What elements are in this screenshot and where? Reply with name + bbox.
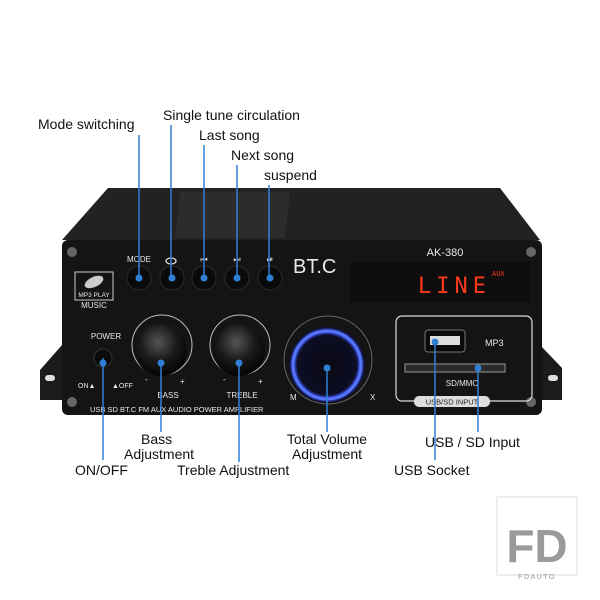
callout-lines (102, 125, 479, 462)
callout-treble: Treble Adjustment (177, 462, 289, 478)
callout-suspend: suspend (264, 167, 317, 183)
on-label: ON▲ (78, 383, 95, 390)
watermark-logo: FD (506, 520, 567, 572)
callout-volume: Total Volume (287, 431, 367, 447)
mounting-bracket-right (540, 345, 562, 400)
callout-dots (99, 274, 482, 372)
usb-socket[interactable] (430, 336, 460, 345)
volume-max-label: X (370, 393, 376, 402)
bass-minus: - (145, 375, 148, 384)
mounting-bracket-left (40, 345, 62, 400)
treble-label: TREBLE (226, 391, 257, 400)
amplifier-top (62, 188, 540, 240)
sd-card-slot[interactable] (404, 363, 506, 373)
bass-plus: + (180, 377, 185, 386)
mp3-logo-text: MP3 PLAY (78, 292, 110, 299)
bass-knob[interactable] (135, 324, 187, 376)
usb-sd-input-label: USB/SD INPUT (426, 398, 479, 407)
model-label: AK-380 (427, 247, 464, 259)
callout-volume-adjustment: Adjustment (292, 446, 362, 462)
off-label: ▲OFF (112, 383, 133, 390)
power-label: POWER (91, 332, 121, 341)
music-label: MUSIC (81, 301, 107, 310)
callout-usb-socket: USB Socket (394, 462, 470, 478)
callout-usb-sd-input: USB / SD Input (425, 434, 520, 450)
callout-single-tune: Single tune circulation (163, 107, 300, 123)
fdauto-watermark: FD FDAUTO (496, 496, 578, 581)
amplifier-tagline: USB SD BT.C FM AUX AUDIO POWER AMPLIFIER (90, 405, 264, 414)
treble-knob[interactable] (213, 324, 265, 376)
callout-bass-adjustment: Adjustment (124, 446, 194, 462)
sdmmc-label: SD/MMC (446, 379, 479, 388)
play-pause-icon: ⏯ (267, 255, 273, 264)
bass-label: BASS (157, 391, 178, 400)
mp3-label: MP3 (485, 338, 504, 348)
callout-last-song: Last song (199, 127, 260, 143)
brand-label: BT.C (293, 256, 336, 278)
callout-next-song: Next song (231, 147, 294, 163)
watermark-name: FDAUTO (518, 574, 556, 581)
led-display-text: LINE (418, 274, 491, 299)
treble-minus: - (223, 375, 226, 384)
led-display (350, 262, 530, 302)
callout-bass: Bass (141, 431, 172, 447)
callout-mode-switching: Mode switching (38, 116, 135, 132)
treble-plus: + (258, 377, 263, 386)
volume-min-label: M (290, 393, 297, 402)
led-aux-badge: AUX (492, 270, 505, 278)
callout-on-off: ON/OFF (75, 462, 128, 478)
